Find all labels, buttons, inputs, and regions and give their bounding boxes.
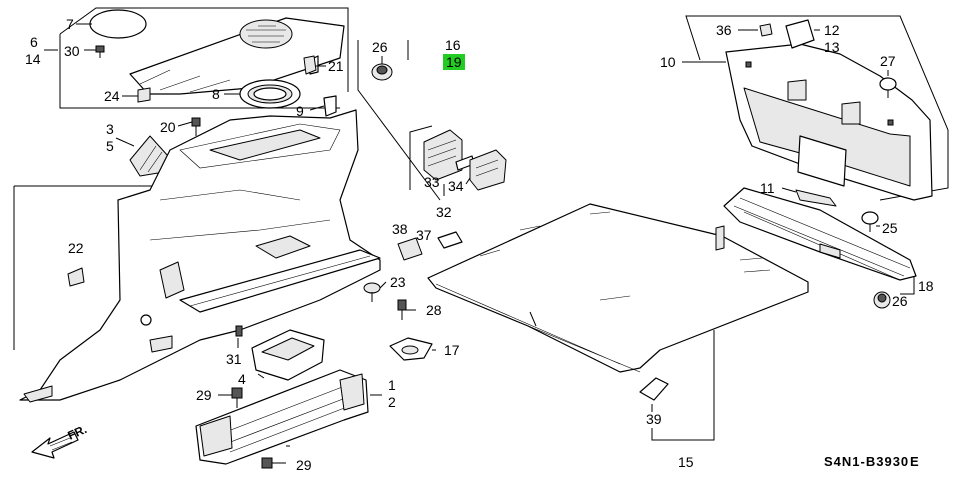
callout-29-lower: 29 (296, 457, 312, 473)
callout-17: 17 (444, 342, 460, 358)
callout-2: 2 (388, 394, 396, 410)
callout-20: 20 (160, 119, 176, 135)
callout-25: 25 (882, 220, 898, 236)
speaker-ring-part (239, 79, 301, 109)
callout-33: 33 (424, 174, 440, 190)
grommet-26a-part (371, 63, 393, 81)
clip-31-part (235, 325, 243, 337)
callout-6: 6 (30, 34, 38, 50)
callout-27: 27 (880, 53, 896, 69)
pad-37-part (437, 231, 463, 249)
tailgate-lining-part (725, 43, 933, 201)
clip-36-part (759, 23, 773, 37)
hook-17-part (389, 337, 433, 361)
storage-box-part (251, 329, 325, 381)
front-arrow: FR. (31, 422, 89, 459)
callout-4: 4 (238, 371, 246, 387)
clip-24-part (137, 87, 151, 103)
group-frame-shelf-top (59, 7, 349, 92)
screw-28-part (397, 299, 407, 320)
switch-assembly-part (423, 129, 507, 191)
callout-8: 8 (212, 86, 220, 102)
callout-26-lower: 26 (892, 293, 908, 309)
callout-22: 22 (68, 240, 84, 256)
highlight-box-19 (443, 54, 465, 70)
callout-36: 36 (716, 22, 732, 38)
tailgate-sill-part (723, 187, 917, 281)
clip-25-part (861, 211, 879, 232)
callout-15: 15 (678, 454, 694, 470)
callout-12: 12 (824, 22, 840, 38)
callout-29-upper: 29 (196, 387, 212, 403)
group-frame-32 (409, 125, 433, 190)
callout-16: 16 (445, 37, 461, 53)
callout-21: 21 (328, 58, 344, 74)
callout-38: 38 (392, 221, 408, 237)
callout-1: 1 (388, 377, 396, 393)
callout-9: 9 (296, 103, 304, 119)
bracket-9-part (323, 95, 337, 117)
speaker-grille-part (76, 9, 147, 39)
callout-13: 13 (824, 39, 840, 55)
pad-38-part (397, 237, 423, 261)
group-frame-tailgate (685, 15, 949, 201)
screw-20-part (191, 117, 201, 136)
clip-22-part (67, 267, 85, 287)
callout-34: 34 (448, 178, 464, 194)
clip-23-part (363, 282, 381, 302)
group-frame-16 (357, 40, 441, 201)
clip-27-part (879, 77, 897, 98)
callout-3: 3 (106, 121, 114, 137)
callout-5: 5 (106, 138, 114, 154)
drawing-code: S4N1-B3930 (824, 454, 909, 469)
callout-37: 37 (416, 227, 432, 243)
floor-rail-part (195, 369, 369, 465)
callout-28: 28 (426, 302, 442, 318)
callout-19: 19 (446, 54, 462, 70)
callout-labels: 6 14 7 30 24 8 21 26 16 19 9 3 5 20 33 3… (25, 16, 934, 473)
bolt-29b-part (261, 457, 286, 469)
callout-14: 14 (25, 51, 41, 67)
callout-23: 23 (390, 274, 406, 290)
callout-26: 26 (372, 39, 388, 55)
callout-31: 31 (226, 351, 242, 367)
grommet-26b-part (873, 291, 891, 309)
callout-30: 30 (64, 43, 80, 59)
drawing-code-suffix: E (910, 454, 920, 469)
callout-10: 10 (660, 54, 676, 70)
screw-30-part (95, 45, 105, 58)
leader-lines (44, 29, 915, 447)
bolt-29a-part (231, 387, 243, 408)
callout-18: 18 (918, 278, 934, 294)
front-arrow-label: FR. (66, 422, 89, 443)
callout-32: 32 (436, 204, 452, 220)
cargo-cover-part (427, 203, 809, 373)
callout-11: 11 (760, 180, 775, 196)
side-trim-lining-part (19, 109, 381, 403)
callout-24: 24 (104, 88, 120, 104)
cover-12-part (785, 19, 815, 49)
group-frame-shelf (59, 34, 340, 109)
hook-39-part (639, 377, 669, 401)
clip-21-part (303, 55, 317, 75)
callout-39: 39 (646, 411, 662, 427)
callout-7: 7 (66, 16, 74, 32)
